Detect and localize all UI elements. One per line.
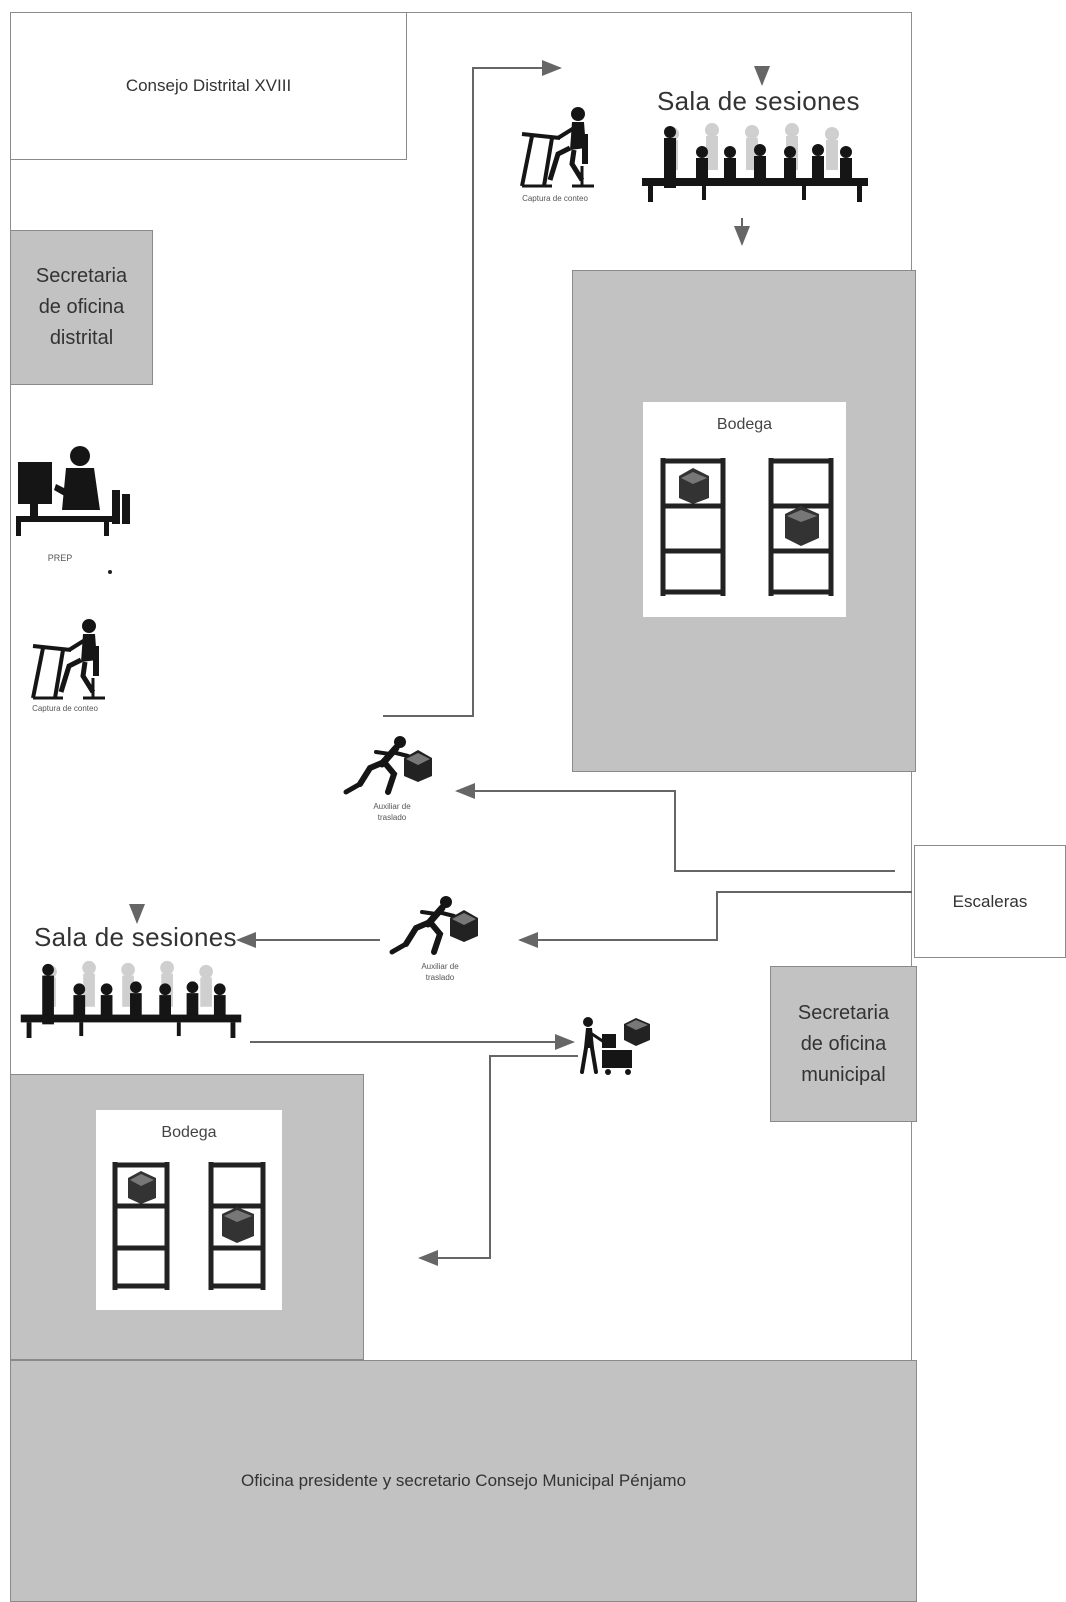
shelf-icon	[208, 1162, 266, 1290]
auxiliar-2-caption-line-2: traslado	[425, 973, 455, 982]
box-icon	[128, 1171, 156, 1204]
computer-worker-icon	[16, 446, 130, 536]
room-secretaria-municipal-line-1: Secretaria	[797, 1001, 890, 1024]
sala-bottom-title: Sala de sesiones	[34, 922, 237, 952]
room-secretaria-distrital-line-1: Secretaria	[35, 265, 128, 287]
sala-top-title: Sala de sesiones	[657, 86, 860, 116]
room-secretaria-municipal-line-2: de oficina	[800, 1032, 887, 1055]
room-secretaria-municipal: Secretaria de oficina municipal	[770, 966, 917, 1122]
shelf-icon	[660, 458, 726, 596]
box-icon	[404, 750, 432, 782]
bodega-top-title: Bodega	[716, 416, 773, 433]
bodega-bottom-title: Bodega	[161, 1124, 217, 1141]
captura-top-caption: Captura de conteo	[522, 194, 588, 203]
shelf-icon	[768, 458, 834, 596]
room-escaleras-label: Escaleras	[952, 891, 1028, 911]
box-icon	[785, 506, 819, 546]
flow-arrow-captura-to-sala-top	[383, 60, 562, 717]
room-consejo-distrital: Consejo Distrital XVIII	[10, 12, 407, 160]
desk-worker-icon	[31, 619, 105, 700]
room-oficina-presidente-label: Oficina presidente y secretario Consejo …	[240, 1471, 687, 1490]
captura-left-caption: Captura de conteo	[32, 704, 98, 713]
box-icon	[624, 1018, 650, 1046]
runner-icon	[389, 896, 478, 955]
meeting-group-icon	[20, 960, 242, 1038]
flow-arrow-escaleras-to-auxiliar-2	[518, 891, 912, 948]
bodega-bottom: Bodega	[96, 1110, 282, 1310]
desk-worker-icon	[520, 107, 594, 188]
box-icon	[222, 1207, 254, 1243]
box-icon	[679, 468, 709, 504]
room-secretaria-municipal-line-3: municipal	[801, 1063, 886, 1086]
auxiliar-1-caption-line-1: Auxiliar de	[373, 802, 411, 811]
flow-arrow-traslado-to-bodega-bottom	[418, 1055, 578, 1266]
box-icon	[450, 910, 478, 942]
shelf-icon	[112, 1162, 170, 1290]
bodega-top: Bodega	[643, 402, 846, 617]
room-oficina-presidente: Oficina presidente y secretario Consejo …	[10, 1360, 917, 1602]
meeting-group-icon	[642, 123, 868, 202]
hand-truck-icon	[580, 1017, 650, 1075]
marker-dot	[108, 570, 112, 574]
room-consejo-distrital-label: Consejo Distrital XVIII	[125, 76, 292, 95]
runner-icon	[343, 736, 432, 795]
room-secretaria-distrital-line-2: de oficina	[38, 296, 125, 318]
prep-caption: PREP	[47, 553, 73, 563]
flow-arrow-escaleras-to-auxiliar-1	[455, 783, 895, 872]
room-secretaria-distrital: Secretaria de oficina distrital	[10, 230, 153, 385]
auxiliar-1-caption-line-2: traslado	[377, 813, 407, 822]
auxiliar-2-caption-line-1: Auxiliar de	[421, 962, 459, 971]
room-escaleras: Escaleras	[914, 845, 1066, 958]
room-secretaria-distrital-line-3: distrital	[49, 327, 114, 349]
